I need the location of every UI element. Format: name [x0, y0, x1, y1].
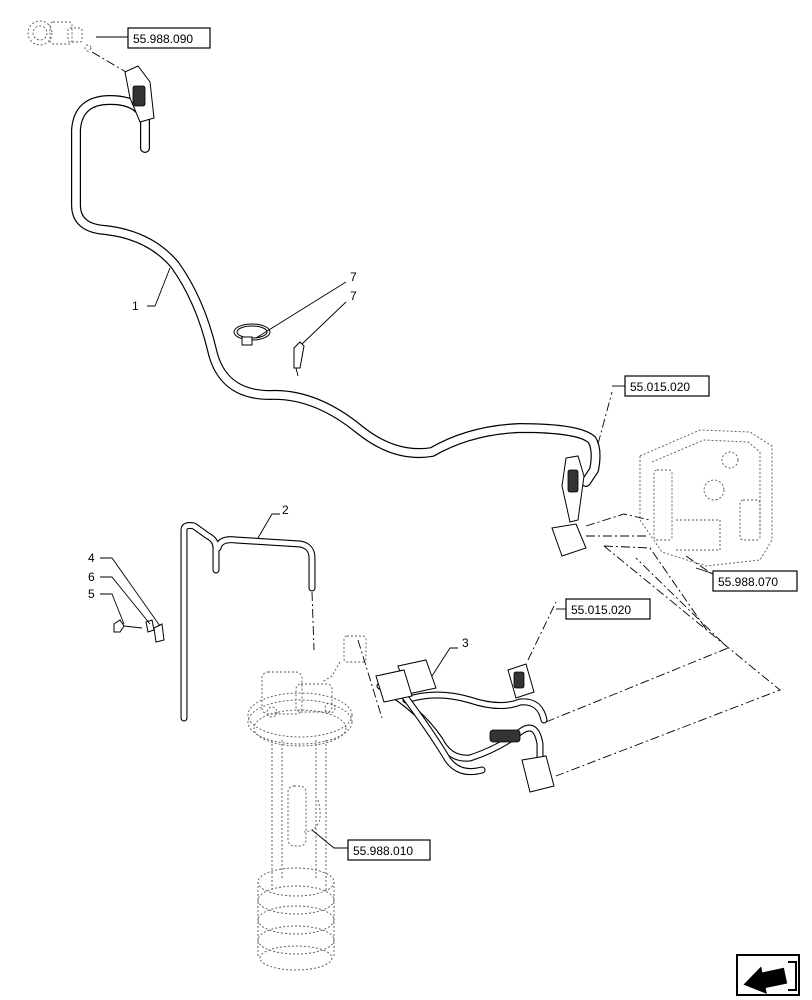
- routing-lines: [527, 391, 781, 777]
- leader-item-1: [147, 267, 171, 307]
- hose-1: [71, 95, 601, 487]
- cable-tie: [233, 323, 271, 346]
- callout-ref-module: 55.988.070: [718, 575, 778, 589]
- harness-3: [376, 682, 548, 776]
- leader-item-7a: [255, 281, 347, 339]
- center-line-vent: [311, 591, 315, 651]
- next-page-arrow-icon[interactable]: [736, 954, 800, 998]
- top-dotted-connector: [27, 20, 92, 52]
- bolt-5: [113, 619, 143, 633]
- item-6-label: 6: [88, 570, 95, 584]
- item-7a-label: 7: [350, 270, 357, 284]
- vent-tube-2: [180, 522, 316, 722]
- callout-ref-harness-lower: 55.015.020: [571, 603, 631, 617]
- leader-item-5: [100, 593, 125, 625]
- item-4-label: 4: [88, 551, 95, 565]
- callout-55-988-010[interactable]: 55.988.010: [311, 829, 431, 861]
- item-2-label: 2: [282, 503, 289, 517]
- center-line-pump: [357, 639, 383, 719]
- control-module: [639, 429, 773, 567]
- callout-ref-top: 55.988.090: [133, 32, 193, 46]
- pump-plug: [321, 635, 367, 683]
- leader-item-3: [431, 647, 458, 677]
- callout-55-988-070[interactable]: 55.988.070: [695, 567, 798, 592]
- leader-item-4: [100, 557, 161, 627]
- callout-ref-harness-upper: 55.015.020: [630, 380, 690, 394]
- item-5-label: 5: [88, 587, 95, 601]
- callout-55-988-090[interactable]: 55.988.090: [96, 27, 211, 49]
- leader-item-7b: [301, 301, 347, 345]
- item-1-label: 1: [132, 299, 139, 313]
- leader-item-2: [257, 513, 280, 539]
- item-3-label: 3: [462, 636, 469, 650]
- callout-ref-pump: 55.988.010: [353, 844, 413, 858]
- leader-item-6: [100, 576, 151, 625]
- harness-3-connectors: [375, 659, 555, 793]
- callout-55-015-020-lower[interactable]: 55.015.020: [556, 598, 651, 620]
- callout-55-015-020-upper[interactable]: 55.015.020: [612, 375, 710, 397]
- hose-1-lower-connector: [551, 455, 587, 557]
- item-7b-label: 7: [350, 289, 357, 303]
- center-line-clip: [295, 367, 299, 377]
- clip-6: [145, 619, 155, 633]
- clip-4: [153, 623, 165, 643]
- hose-1-upper-connector: [124, 65, 155, 123]
- center-line-top: [91, 51, 127, 73]
- fuel-pump-assembly: [247, 671, 353, 971]
- hose-clip: [293, 341, 305, 369]
